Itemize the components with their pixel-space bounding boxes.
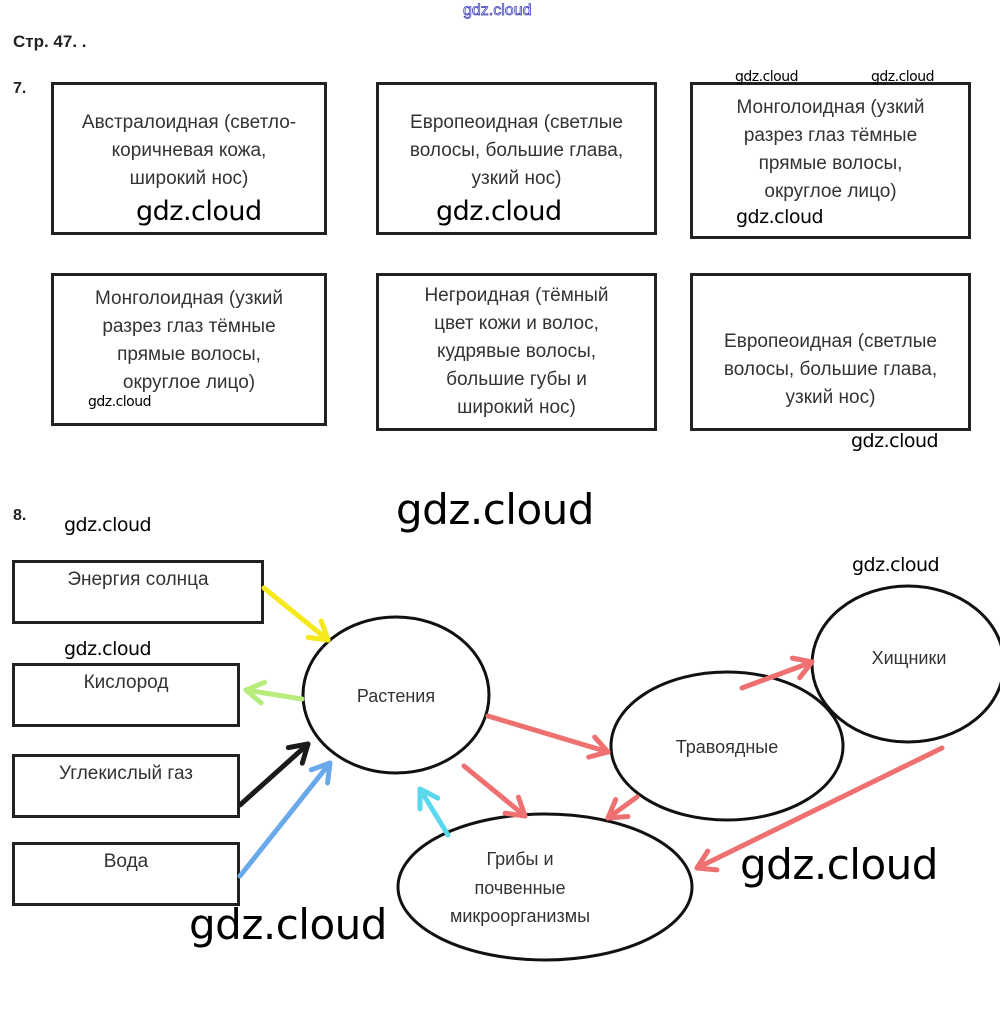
- arrowhead-7: [605, 797, 631, 821]
- arrow-9: [417, 786, 451, 838]
- node-predators-label: Хищники: [872, 648, 947, 668]
- task-8-number: 8.: [13, 507, 27, 524]
- race-box-text: Монголоидная (узкий разрез глаз тёмные п…: [736, 97, 925, 202]
- race-box-text: Европеоидная (светлые волосы, большие гл…: [723, 331, 938, 408]
- source-box-sun-energy: Энергия солнца: [12, 560, 264, 624]
- node-herbivores: [609, 670, 845, 822]
- source-label: Кислород: [83, 672, 169, 693]
- race-box-mongoloid-1: Монголоидная (узкий разрез глаз тёмные п…: [690, 82, 971, 239]
- source-box-oxygen: Кислород: [12, 663, 240, 727]
- arrowhead-8: [694, 848, 720, 873]
- race-box-text: Негроидная (тёмный цвет кожи и волос, ку…: [424, 285, 609, 418]
- watermark: gdz.cloud: [64, 514, 152, 536]
- source-label: Вода: [103, 851, 149, 872]
- watermark: gdz.cloud: [871, 69, 934, 85]
- race-box-text: Австралоидная (светло- коричневая кожа, …: [81, 112, 297, 189]
- source-box-water: Вода: [12, 842, 240, 906]
- watermark: gdz.cloud: [851, 430, 939, 452]
- node-decomposers-label-2: почвенные: [475, 878, 566, 898]
- arrow-0: [261, 585, 331, 643]
- watermark: gdz.cloud: [136, 196, 262, 227]
- task-7-number: 7.: [13, 80, 27, 97]
- node-decomposers-label-1: Грибы и: [486, 849, 553, 869]
- source-box-co2: Углекислый газ: [12, 754, 240, 818]
- arrowhead-3: [308, 760, 333, 786]
- watermark: gdz.cloud: [189, 900, 387, 949]
- site-watermark-top: gdz.cloud: [463, 2, 532, 20]
- arrowhead-1: [243, 679, 267, 706]
- arrow-3: [237, 760, 333, 879]
- race-box-mongoloid-2: Монголоидная (узкий разрез глаз тёмные п…: [51, 273, 327, 426]
- source-label: Энергия солнца: [67, 569, 209, 590]
- node-plants-label: Растения: [357, 686, 435, 706]
- arrow-8: [694, 745, 945, 871]
- arrow-6: [739, 659, 815, 691]
- arrow-2: [237, 741, 311, 808]
- arrow-5: [461, 763, 528, 819]
- node-herbivores-label: Травоядные: [676, 737, 779, 757]
- node-decomposers: [396, 812, 694, 962]
- watermark: gdz.cloud: [735, 69, 798, 85]
- arrow-7: [605, 794, 640, 821]
- page-reference: Стр. 47. .: [13, 32, 87, 51]
- race-box-negroid: Негроидная (тёмный цвет кожи и волос, ку…: [376, 273, 657, 431]
- race-box-text: Монголоидная (узкий разрез глаз тёмные п…: [94, 288, 284, 393]
- race-box-text: Европеоидная (светлые волосы, большие гл…: [409, 112, 624, 189]
- watermark: gdz.cloud: [736, 206, 824, 228]
- arrowhead-5: [502, 794, 528, 819]
- race-box-australoid: Австралоидная (светло- коричневая кожа, …: [51, 82, 327, 235]
- race-box-europeoid-2: Европеоидная (светлые волосы, большие гл…: [690, 273, 971, 431]
- arrowhead-9: [417, 786, 441, 812]
- node-decomposers-label-3: микроорганизмы: [450, 906, 590, 926]
- watermark: gdz.cloud: [436, 196, 562, 227]
- arrow-4: [485, 713, 611, 755]
- watermark: gdz.cloud: [396, 485, 594, 534]
- arrowhead-2: [285, 741, 311, 766]
- race-box-europeoid-1: Европеоидная (светлые волосы, большие гл…: [376, 82, 657, 235]
- arrow-1: [243, 687, 305, 702]
- arrowhead-0: [305, 618, 331, 643]
- watermark: gdz.cloud: [64, 638, 152, 660]
- arrowhead-6: [789, 655, 815, 681]
- source-label: Углекислый газ: [58, 763, 194, 784]
- watermark: gdz.cloud: [88, 394, 151, 410]
- watermark: gdz.cloud: [852, 554, 940, 576]
- node-plants: [301, 615, 491, 775]
- arrowhead-4: [586, 734, 611, 760]
- watermark: gdz.cloud: [740, 840, 938, 889]
